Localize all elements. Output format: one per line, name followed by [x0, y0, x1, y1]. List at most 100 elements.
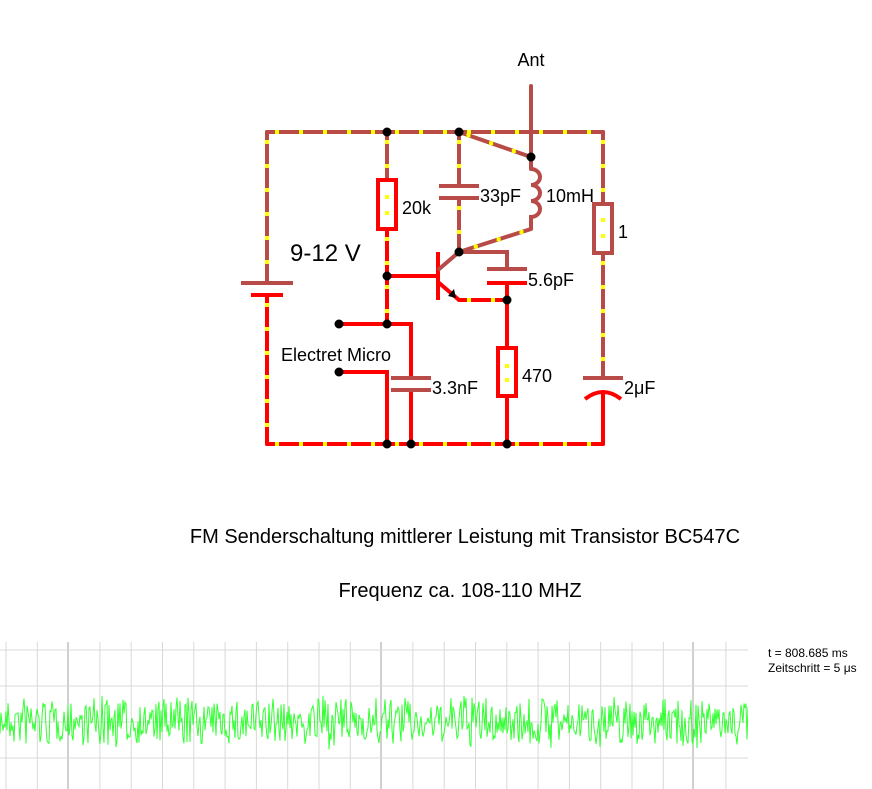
scope-trace	[0, 695, 748, 750]
current-dot	[385, 195, 389, 199]
capacitor-5.6pF[interactable]	[487, 267, 527, 285]
current-dot	[467, 298, 471, 302]
current-dot	[496, 237, 501, 242]
wire-inductor-top[interactable]	[457, 130, 533, 159]
current-dot	[467, 442, 471, 446]
current-dot	[601, 333, 605, 337]
capacitor-3.3nF[interactable]	[391, 376, 431, 392]
wire-collector[interactable]	[457, 250, 509, 270]
current-dot	[419, 442, 423, 446]
current-dot	[457, 140, 461, 144]
label-resistor-20k: 20k	[402, 198, 432, 218]
current-dot	[443, 442, 447, 446]
current-dot	[601, 164, 605, 168]
current-dot	[601, 285, 605, 289]
current-dot	[265, 140, 269, 144]
current-dot	[385, 211, 389, 215]
current-dot	[347, 442, 351, 446]
current-dot	[457, 164, 461, 168]
current-dot	[539, 130, 543, 134]
label-capacitor-5.6pF: 5.6pF	[528, 270, 575, 290]
capacitor-33pF[interactable]	[439, 184, 479, 200]
current-dot	[563, 442, 567, 446]
mic-top-wire[interactable]	[337, 322, 413, 379]
scope-time-readout: t = 808.685 ms	[768, 646, 848, 660]
battery-symbol[interactable]	[241, 281, 293, 297]
label-resistor-470: 470	[522, 366, 553, 386]
current-dot	[265, 399, 269, 403]
current-dot	[467, 130, 471, 134]
current-dot	[371, 442, 375, 446]
current-dot	[563, 130, 567, 134]
current-dot	[371, 130, 375, 134]
current-dot	[457, 206, 461, 210]
current-dot	[601, 218, 605, 222]
frequency-note: Frequenz ca. 108-110 MHZ	[338, 580, 582, 602]
current-dot	[601, 261, 605, 265]
current-dot	[265, 351, 269, 355]
current-dot	[457, 230, 461, 234]
current-dot	[265, 260, 269, 264]
capacitor-2uF[interactable]	[583, 376, 623, 401]
label-capacitor-3.3nF: 3.3nF	[432, 378, 479, 398]
label-capacitor-33pF: 33pF	[480, 186, 522, 206]
current-dot	[515, 442, 519, 446]
current-dot	[265, 212, 269, 216]
current-dot	[601, 140, 605, 144]
current-dot	[385, 140, 389, 144]
current-dot	[385, 237, 389, 241]
current-dot	[323, 130, 327, 134]
resistor-20k[interactable]	[376, 178, 398, 231]
current-dot	[489, 141, 494, 146]
current-dot	[299, 130, 303, 134]
current-dot	[466, 133, 471, 138]
current-dot	[385, 261, 389, 265]
current-dot	[385, 309, 389, 313]
current-dot	[265, 303, 269, 307]
current-dot	[323, 442, 327, 446]
current-dot	[473, 244, 478, 249]
current-dot	[347, 130, 351, 134]
circuit-schematic	[241, 84, 623, 449]
current-dot	[275, 130, 279, 134]
current-dot	[515, 130, 519, 134]
current-dot	[395, 442, 399, 446]
resistor-1[interactable]	[592, 202, 614, 255]
emitter-arrow	[448, 289, 456, 298]
wire-inductor-bottom[interactable]	[457, 227, 533, 254]
label-resistor-1: 1	[618, 222, 629, 242]
current-dot	[443, 130, 447, 134]
inductor-10mH[interactable]	[529, 167, 542, 229]
current-dot	[601, 188, 605, 192]
current-dot	[419, 130, 423, 134]
current-dot	[587, 130, 591, 134]
current-dot	[265, 236, 269, 240]
current-dot	[491, 442, 495, 446]
current-dot	[265, 164, 269, 168]
resistor-470[interactable]	[496, 346, 518, 398]
current-dot	[491, 130, 495, 134]
circuit-title: FM Senderschaltung mittlerer Leistung mi…	[189, 526, 741, 548]
current-dot	[275, 442, 279, 446]
current-dot	[519, 230, 524, 235]
current-dot	[265, 423, 269, 427]
label-microphone: Electret Micro	[281, 345, 392, 365]
current-dot	[505, 364, 509, 368]
current-dot	[505, 378, 509, 382]
current-dot	[265, 327, 269, 331]
mic-bottom-wire[interactable]	[337, 370, 389, 446]
current-dot	[511, 149, 516, 154]
current-dot	[395, 130, 399, 134]
current-dot	[539, 442, 543, 446]
current-dot	[299, 442, 303, 446]
junction-nodes	[334, 127, 536, 449]
scope-timestep-readout: Zeitschritt = 5 μs	[768, 661, 857, 675]
current-dot	[491, 298, 495, 302]
transistor-bc547c[interactable]	[436, 250, 461, 302]
current-dot	[265, 188, 269, 192]
oscilloscope-panel[interactable]	[0, 642, 748, 789]
current-dot	[385, 285, 389, 289]
current-dot	[601, 309, 605, 313]
label-antenna: Ant	[517, 50, 545, 70]
current-dot	[265, 375, 269, 379]
